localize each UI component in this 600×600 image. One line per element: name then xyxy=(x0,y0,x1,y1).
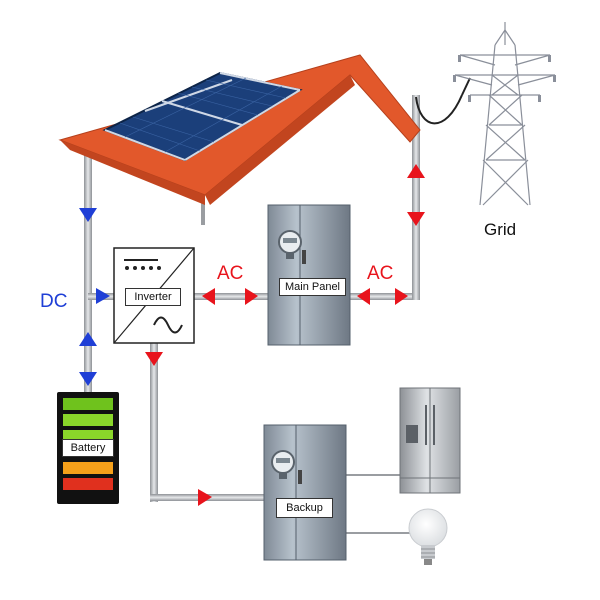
backup-cabinet xyxy=(263,424,347,561)
light-bulb-icon xyxy=(408,508,448,565)
backup-label: Backup xyxy=(276,498,333,518)
ac-arrow-left xyxy=(357,288,370,305)
ac-label-left: AC xyxy=(217,263,243,284)
ac-label-right: AC xyxy=(367,263,393,284)
inverter-label: Inverter xyxy=(125,288,181,306)
transmission-tower-icon xyxy=(453,22,556,206)
ac-arrow-down xyxy=(407,212,425,226)
ac-arrow-right xyxy=(198,489,212,506)
dc-arrow-down xyxy=(79,208,97,222)
ac-arrow-down xyxy=(145,352,163,366)
dc-arrows xyxy=(79,208,110,386)
dc-arrow-up xyxy=(79,332,97,346)
ac-arrow-right xyxy=(245,288,258,305)
ac-arrow-right xyxy=(395,288,408,305)
dc-label: DC xyxy=(40,291,67,312)
ac-arrow-up xyxy=(407,164,425,178)
grid-label: Grid xyxy=(484,220,516,239)
main-panel-label: Main Panel xyxy=(279,278,346,296)
electric-meter-icon xyxy=(278,230,302,259)
electric-meter-icon xyxy=(271,450,295,479)
refrigerator-icon xyxy=(399,387,461,494)
dc-arrow-down xyxy=(79,372,97,386)
main-panel-cabinet xyxy=(267,204,351,346)
battery-label: Battery xyxy=(62,439,114,457)
ac-arrow-left xyxy=(202,288,215,305)
solar-panel-icon xyxy=(102,71,303,162)
ac-arrows xyxy=(145,164,425,506)
dc-arrow-right xyxy=(96,288,110,304)
